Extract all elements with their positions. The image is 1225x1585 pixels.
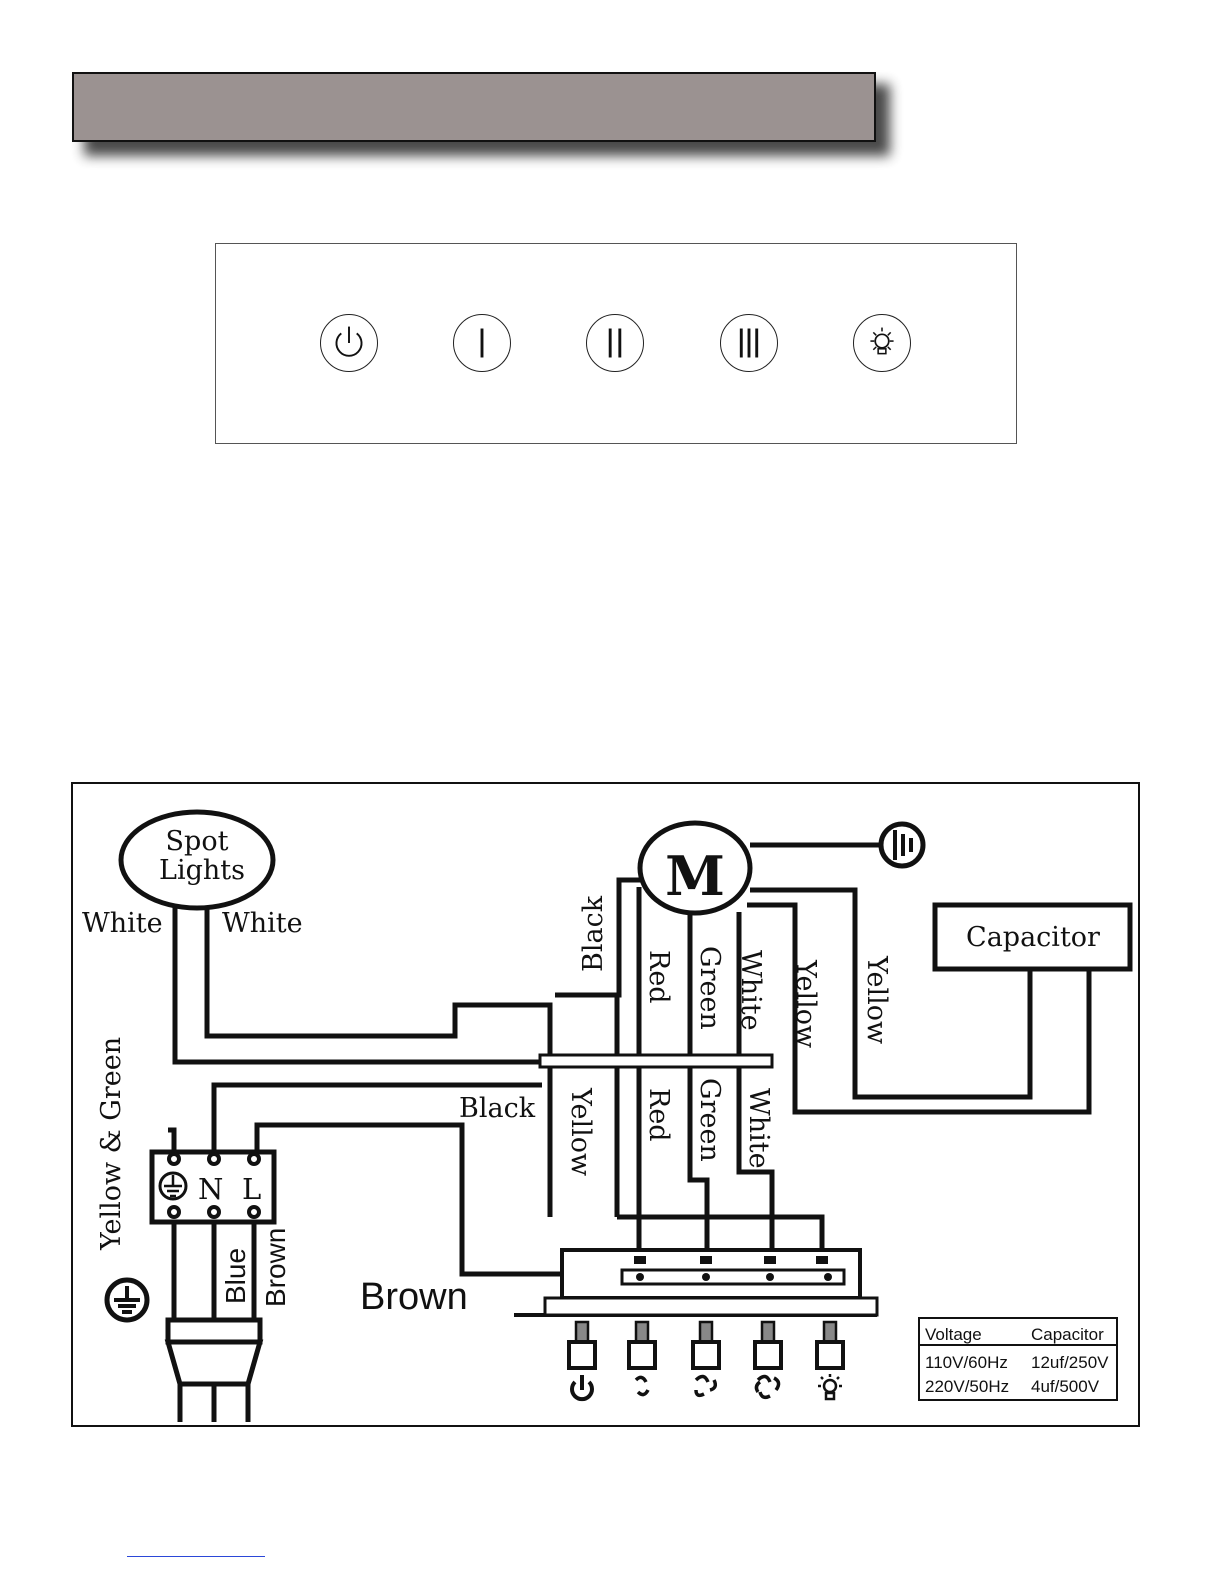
- fan-high-icon: [756, 1376, 778, 1397]
- earth-ground-icon: [107, 1280, 147, 1320]
- wire-label-white-upper: White: [735, 950, 766, 1031]
- table-header-capacitor: Capacitor: [1031, 1325, 1104, 1344]
- speed-1-button[interactable]: [453, 314, 511, 372]
- wire-label-green-upper: Green: [694, 946, 725, 1030]
- fan-low-icon: [636, 1377, 648, 1394]
- control-panel: [215, 243, 1017, 444]
- table-cell: 4uf/500V: [1031, 1377, 1100, 1396]
- ground-icon: [881, 824, 923, 866]
- wire-label-white-right: White: [222, 908, 303, 939]
- light-button[interactable]: [853, 314, 911, 372]
- spot-lights-label-1: Spot: [166, 826, 229, 857]
- spot-lights-label-2: Lights: [159, 855, 245, 886]
- wire-label-blue: Blue: [220, 1248, 251, 1304]
- speed-3-button[interactable]: [720, 314, 778, 372]
- wire-label-red-upper: Red: [643, 950, 674, 1004]
- switch-springs: [569, 1322, 843, 1368]
- power-button[interactable]: [320, 314, 378, 372]
- motor-label: M: [665, 844, 725, 908]
- wire-label-yellow-lower: Yellow: [565, 1087, 596, 1176]
- table-cell: 12uf/250V: [1031, 1353, 1109, 1372]
- table-header-voltage: Voltage: [925, 1325, 982, 1344]
- capacitor-label: Capacitor: [966, 922, 1100, 953]
- table-cell: 220V/50Hz: [925, 1377, 1009, 1396]
- wire-label-yellow-upper: Yellow: [790, 959, 821, 1048]
- speed-three-icon: [721, 315, 777, 371]
- section-header-bar: [72, 72, 876, 142]
- light-bulb-icon: [854, 315, 910, 371]
- power-icon: [321, 315, 377, 371]
- fan-medium-icon: [696, 1376, 715, 1395]
- cable-clamp: [540, 1055, 772, 1067]
- brown-label: Brown: [360, 1276, 468, 1318]
- wire-label-yellow-cap: Yellow: [861, 955, 892, 1044]
- light-icon: [818, 1374, 842, 1399]
- speed-two-icon: [587, 315, 643, 371]
- table-cell: 110V/60Hz: [925, 1353, 1008, 1372]
- wire-label-black-lower: Black: [459, 1093, 536, 1124]
- footer-link-underline[interactable]: [127, 1556, 265, 1557]
- power-icon: [572, 1375, 592, 1399]
- terminal-l-label: L: [242, 1172, 261, 1206]
- wiring-diagram: Spot Lights White White M Capacitor Blac…: [71, 782, 1140, 1427]
- switch-base: [545, 1298, 877, 1315]
- wire-label-yellow-green: Yellow & Green: [96, 1037, 127, 1251]
- switch-rail: [622, 1270, 844, 1284]
- wire-label-black-upper: Black: [578, 895, 609, 972]
- wire-label-green-lower: Green: [694, 1078, 725, 1162]
- wire-label-white-left: White: [82, 908, 163, 939]
- speed-2-button[interactable]: [586, 314, 644, 372]
- wire-label-red-lower: Red: [643, 1088, 674, 1142]
- power-cord: [168, 1320, 260, 1422]
- terminal-ground-icon: [160, 1173, 186, 1199]
- wire-label-white-lower: White: [743, 1088, 774, 1169]
- terminal-n-label: N: [198, 1172, 223, 1206]
- wire-label-brown: Brown: [260, 1228, 291, 1307]
- speed-one-icon: [454, 315, 510, 371]
